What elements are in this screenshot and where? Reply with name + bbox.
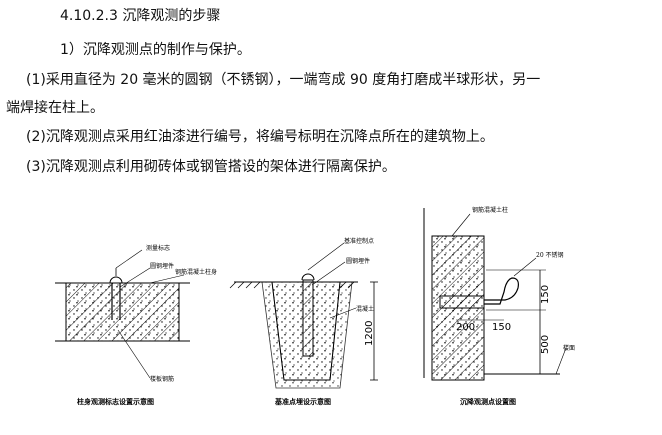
subsection-title: 1）沉降观测点的制作与保护。 <box>60 42 251 58</box>
dim-150-horizontal: 150 <box>492 322 511 333</box>
label-slab-rebar: 楼板钢筋 <box>150 375 174 383</box>
figure-benchmark: 基准控制点 圆钢埋件 混凝土 1200 基准点埋设示意图 <box>229 237 378 406</box>
dim-150-vertical: 150 <box>540 285 551 304</box>
embedded-plate <box>439 295 485 309</box>
dim-200: 200 <box>456 322 475 333</box>
caption-right: 沉降观测点设置图 <box>460 397 516 406</box>
steel-rod <box>302 279 314 357</box>
figure-settlement-point: 钢筋混凝土柱 20 不锈钢 150 500 200 150 楼面 沉降观测点设置… <box>423 206 575 406</box>
caption-left: 柱身观测标志设置示意图 <box>77 397 154 406</box>
section-heading: 4.10.2.3 沉降观测的步骤 <box>60 8 221 24</box>
label-concrete: 混凝土 <box>356 305 374 313</box>
bent-steel-marker <box>484 277 519 305</box>
label-benchmark: 基准控制点 <box>344 237 374 245</box>
dim-500: 500 <box>540 335 551 354</box>
label-rc-column: 钢筋混凝土柱 <box>472 206 508 214</box>
dim-1200: 1200 <box>364 321 375 346</box>
label-round-steel-mid: 圆钢埋件 <box>346 257 370 265</box>
figure-column-marker: 测量标志 圆钢埋件 钢筋混凝土柱身 楼板钢筋 柱身观测标志设置示意图 <box>55 244 217 406</box>
label-floor: 楼面 <box>563 344 575 352</box>
paragraph-1-continued: 端焊接在柱上。 <box>6 100 104 116</box>
paragraph-3: (3)沉降观测点利用砌砖体或钢管搭设的架体进行隔离保护。 <box>26 159 396 175</box>
label-round-steel: 圆钢埋件 <box>150 262 174 270</box>
label-survey-mark: 测量标志 <box>146 244 170 252</box>
label-stainless: 20 不锈钢 <box>536 251 564 259</box>
paragraph-2: (2)沉降观测点采用红油漆进行编号，将编号标明在沉降点所在的建筑物上。 <box>26 129 494 145</box>
paragraph-1: (1)采用直径为 20 毫米的圆钢（不锈钢），一端弯成 90 度角打磨成半球形状… <box>26 72 541 88</box>
label-column-body: 钢筋混凝土柱身 <box>175 268 217 276</box>
caption-middle: 基准点埋设示意图 <box>274 397 331 406</box>
